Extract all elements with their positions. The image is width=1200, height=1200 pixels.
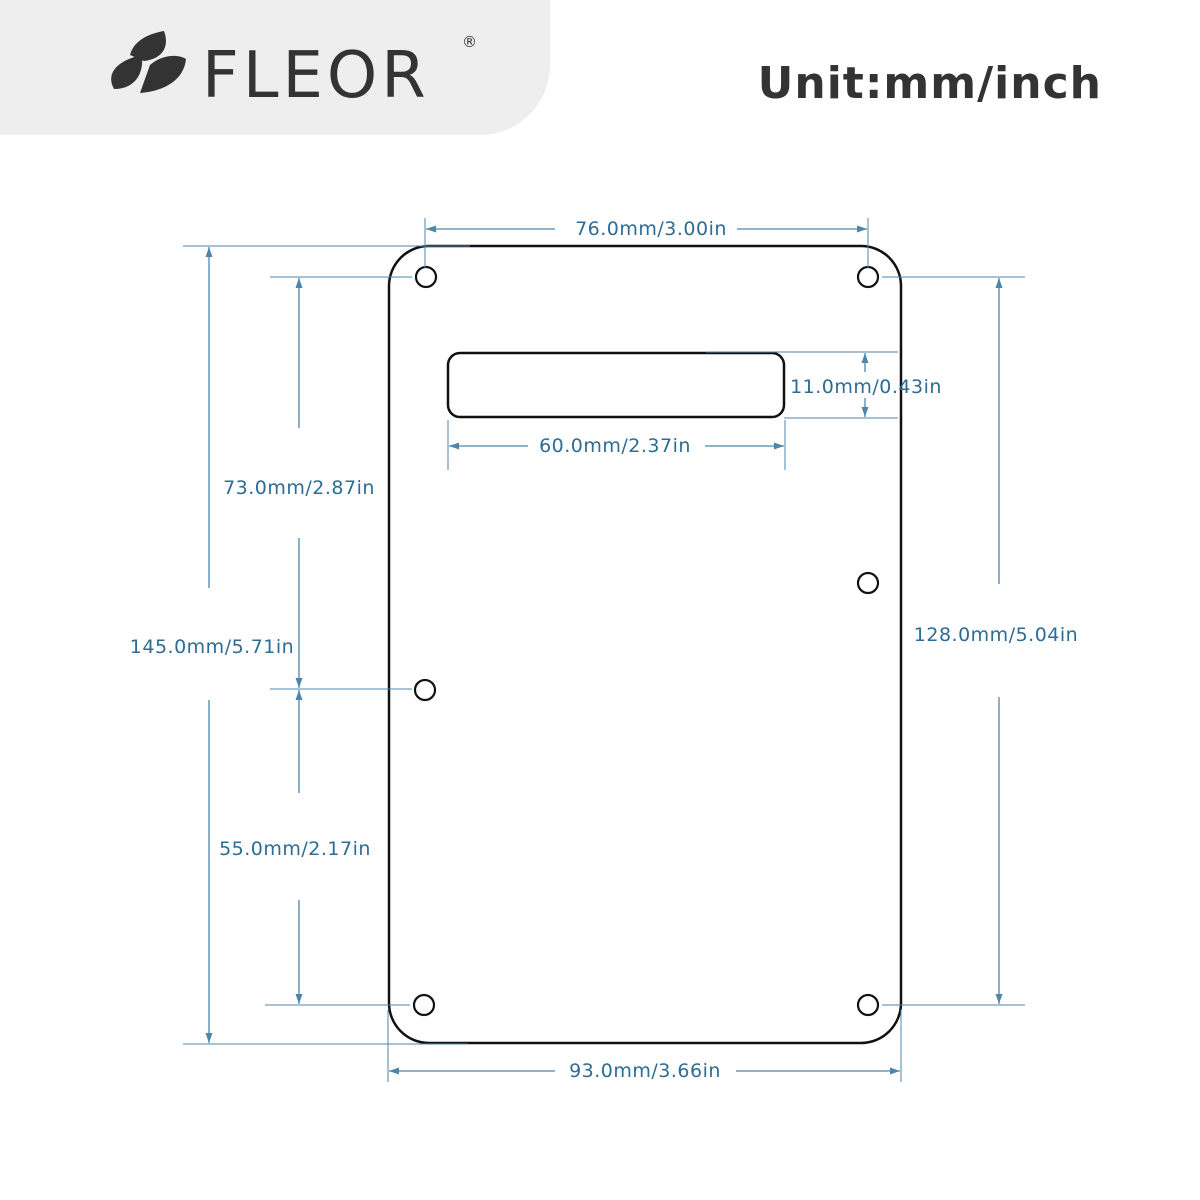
- unit-label: Unit:mm/inch: [757, 58, 1102, 109]
- spring-slot: [446, 351, 786, 419]
- dimension-slot-height: 11.0mm/0.43in: [706, 351, 942, 419]
- dimension-label-slot-width: 60.0mm/2.37in: [539, 435, 691, 457]
- dimension-label-top-hole-spacing: 76.0mm/3.00in: [575, 218, 727, 240]
- header-panel: [0, 0, 550, 135]
- dimension-plate-height: 145.0mm/5.71in: [130, 245, 470, 1045]
- dimension-label-right-hole-spacing: 128.0mm/5.04in: [914, 624, 1078, 646]
- back-plate-outline: [387, 244, 903, 1045]
- mounting-hole-right-middle: [856, 571, 880, 595]
- dimension-upper-hole-spacing: 73.0mm/2.87in: [223, 276, 412, 690]
- dimension-label-upper-hole-spacing: 73.0mm/2.87in: [223, 477, 375, 499]
- registered-mark: ®: [462, 33, 477, 51]
- brand-name: FLEOR: [202, 39, 430, 113]
- mounting-hole-top-left: [414, 265, 438, 289]
- dimension-right-hole-spacing: 128.0mm/5.04in: [882, 276, 1078, 1006]
- dimension-plate-width: 93.0mm/3.66in: [387, 1010, 902, 1082]
- dimension-slot-width: 60.0mm/2.37in: [447, 420, 786, 470]
- leaf-icon: [111, 31, 186, 93]
- dimension-label-lower-hole-spacing: 55.0mm/2.17in: [219, 838, 371, 860]
- mounting-hole-left-middle: [413, 678, 437, 702]
- brand-logo: FLEOR ®: [111, 31, 477, 113]
- dimension-label-plate-height: 145.0mm/5.71in: [130, 636, 294, 658]
- mounting-hole-bottom-right: [856, 993, 880, 1017]
- mounting-hole-top-right: [856, 265, 880, 289]
- dimension-top-hole-spacing: 76.0mm/3.00in: [424, 218, 869, 268]
- dimension-lower-hole-spacing: 55.0mm/2.17in: [219, 690, 410, 1006]
- mounting-hole-bottom-left: [412, 993, 436, 1017]
- dimension-label-plate-width: 93.0mm/3.66in: [569, 1060, 721, 1082]
- dimension-label-slot-height: 11.0mm/0.43in: [790, 376, 942, 398]
